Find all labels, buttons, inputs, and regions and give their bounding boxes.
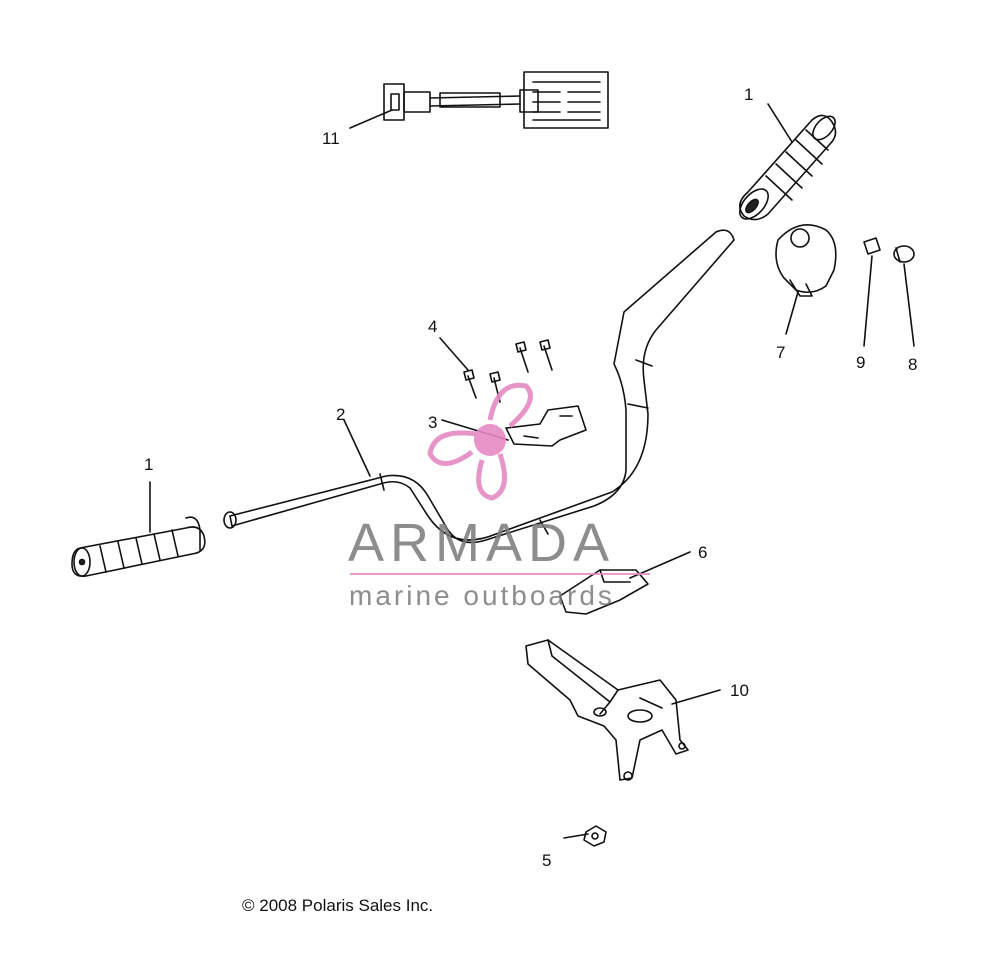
callout-line-4 (439, 337, 469, 371)
copyright-text: © 2008 Polaris Sales Inc. (242, 896, 434, 915)
cap-8 (893, 245, 915, 263)
callout-line-9 (863, 255, 873, 347)
screw-9 (863, 237, 881, 255)
watermark-divider (350, 573, 650, 575)
nut-5 (583, 825, 607, 847)
callout-5: 5 (542, 851, 551, 870)
callout-line-11 (349, 109, 393, 129)
callout-line-8 (903, 263, 915, 347)
callout-3: 3 (428, 413, 437, 432)
callout-11: 11 (322, 129, 340, 148)
callout-9: 9 (856, 353, 865, 372)
callout-7: 7 (776, 343, 785, 362)
propeller-icon (427, 382, 533, 501)
callout-8: 8 (908, 355, 917, 374)
callout-line-5 (563, 833, 589, 839)
callout-line-1-top (767, 103, 793, 143)
mount-bracket (525, 639, 689, 781)
callout-4: 4 (428, 317, 437, 336)
callout-line-7 (785, 291, 799, 335)
watermark-subtitle: marine outboards (349, 580, 615, 611)
watermark-title: ARMADA (348, 513, 616, 573)
grip-right (739, 114, 837, 221)
heater-harness (383, 71, 609, 129)
handlebar (223, 229, 735, 544)
callout-1-top: 1 (744, 85, 753, 104)
callout-2: 2 (336, 405, 345, 424)
grip-left (71, 516, 206, 578)
callout-1-left: 1 (144, 455, 153, 474)
throttle-housing (775, 224, 837, 297)
callout-line-2 (343, 419, 371, 477)
callout-10: 10 (730, 681, 749, 700)
callout-6: 6 (698, 543, 707, 562)
callout-line-10 (671, 689, 721, 705)
clamp-upper (505, 405, 587, 447)
